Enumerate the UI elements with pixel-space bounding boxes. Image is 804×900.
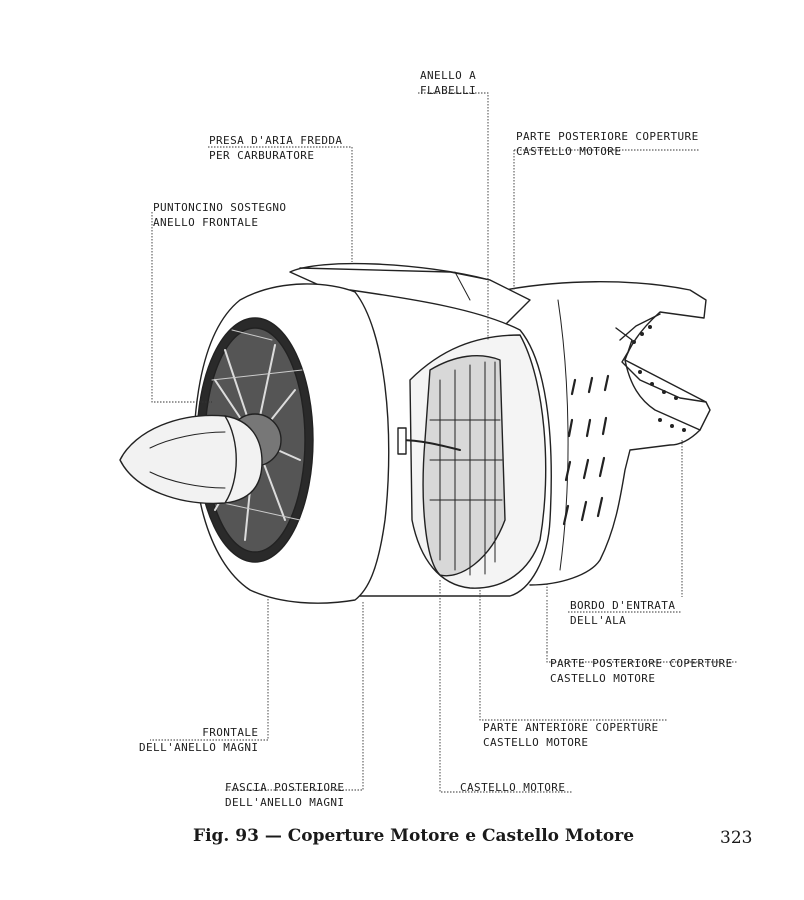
label-line: DELL'ANELLO MAGNI bbox=[225, 796, 345, 809]
label-fascia-posteriore: FASCIA POSTERIORE DELL'ANELLO MAGNI bbox=[225, 780, 344, 810]
label-puntoncino-sostegno: PUNTONCINO SOSTEGNO ANELLO FRONTALE bbox=[153, 200, 286, 230]
label-anello-a-flabelli: ANELLO A FLABELLI bbox=[420, 68, 476, 98]
label-line: PARTE POSTERIORE COPERTURE bbox=[550, 657, 733, 670]
page-number: 323 bbox=[720, 828, 753, 848]
label-castello-motore: CASTELLO MOTORE bbox=[460, 780, 565, 795]
label-presa-aria-fredda: PRESA D'ARIA FREDDA PER CARBURATORE bbox=[209, 133, 342, 163]
label-line: PUNTONCINO SOSTEGNO bbox=[153, 201, 287, 214]
propeller-spinner bbox=[119, 414, 263, 505]
figure-caption: Fig. 93 — Coperture Motore e Castello Mo… bbox=[193, 826, 635, 846]
label-line: PER CARBURATORE bbox=[209, 149, 315, 162]
label-line: BORDO D'ENTRATA bbox=[570, 599, 676, 612]
cowling-middle-band bbox=[349, 289, 552, 597]
label-line: FLABELLI bbox=[420, 84, 477, 97]
label-line: CASTELLO MOTORE bbox=[460, 781, 566, 794]
label-parte-posteriore-bottom: PARTE POSTERIORE COPERTURE CASTELLO MOTO… bbox=[550, 656, 733, 686]
rear-cowling-section bbox=[504, 281, 711, 586]
label-parte-posteriore-top: PARTE POSTERIORE COPERTURE CASTELLO MOTO… bbox=[516, 129, 699, 159]
label-line: ANELLO A bbox=[420, 69, 477, 82]
label-line: PRESA D'ARIA FREDDA bbox=[209, 134, 343, 147]
label-line: ANELLO FRONTALE bbox=[153, 216, 259, 229]
label-bordo-entrata-ala: BORDO D'ENTRATA DELL'ALA bbox=[570, 598, 675, 628]
label-line: CASTELLO MOTORE bbox=[483, 736, 589, 749]
label-line: DELL'ALA bbox=[570, 614, 627, 627]
label-line: PARTE POSTERIORE COPERTURE bbox=[516, 130, 699, 143]
label-line: DELL'ANELLO MAGNI bbox=[139, 741, 259, 754]
label-line: PARTE ANTERIORE COPERTURE bbox=[483, 721, 659, 734]
label-line: FASCIA POSTERIORE bbox=[225, 781, 345, 794]
label-line: FRONTALE bbox=[202, 726, 259, 739]
label-parte-anteriore: PARTE ANTERIORE COPERTURE CASTELLO MOTOR… bbox=[483, 720, 659, 750]
label-frontale-anello-magni: FRONTALE DELL'ANELLO MAGNI bbox=[139, 725, 258, 755]
label-line: CASTELLO MOTORE bbox=[550, 672, 656, 685]
label-line: CASTELLO MOTORE bbox=[516, 145, 622, 158]
